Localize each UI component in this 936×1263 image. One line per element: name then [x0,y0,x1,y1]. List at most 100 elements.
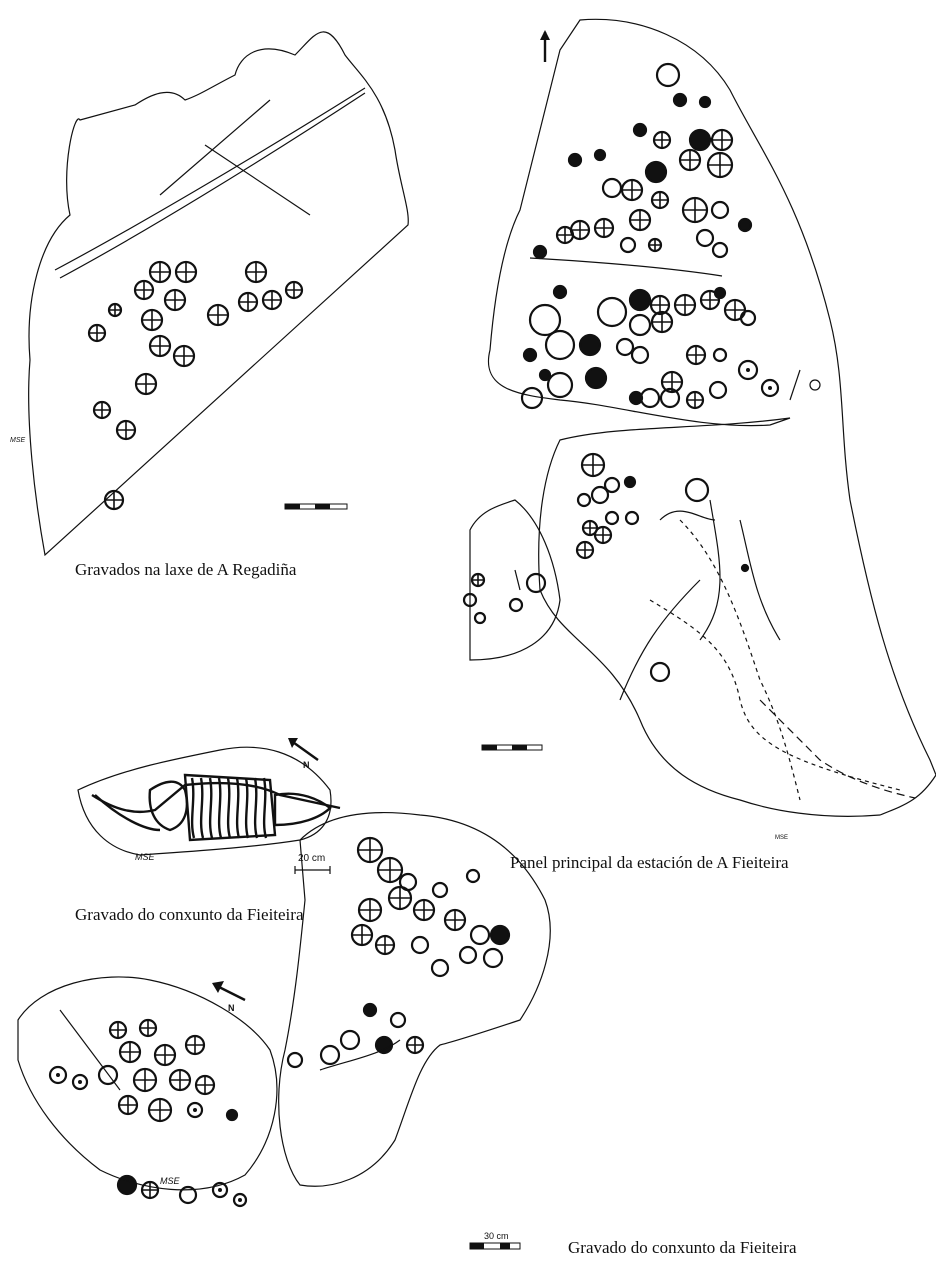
cupmark-motif [623,475,637,489]
cupmark-motif [601,177,623,199]
scale-bar-small [294,866,331,874]
cross-motif [165,290,185,310]
cross-motif [176,262,196,282]
scale-label-small: 20 cm [298,853,326,864]
cupmark-motif [739,309,757,327]
stripe-line [226,777,232,839]
cross-motif [136,374,156,394]
cupmark-motif [546,371,574,399]
cupmark-motif [639,387,661,409]
cross-motif [652,192,668,208]
cupmark-motif [655,62,681,88]
stripe-line [190,777,196,839]
cupmark-motif [688,128,712,152]
cross-motif [246,262,266,282]
cupmark-motif [532,244,548,260]
center-dot [193,1108,197,1112]
center-dot [218,1188,222,1192]
cupmark-motif [362,1002,378,1018]
north-arrow-main [540,30,550,62]
initials-bottom-panel: MSE [160,1176,180,1186]
cross-motif [701,291,719,309]
cupmark-motif [710,200,730,220]
cupmark-motif [286,1051,304,1069]
cross-motif [109,304,121,316]
cupmark-motif [760,378,780,398]
cross-motif [105,491,123,509]
cupmark-motif [684,477,710,503]
cupmark-motif [544,329,576,361]
cross-motif [582,454,604,476]
stripe-line [262,777,268,839]
scale-bar-main [481,744,543,751]
cross-motif [649,239,661,251]
cupmark-motif [603,476,621,494]
fieiteira-bottom-panel [17,811,551,1191]
cupmark-motif [713,286,727,300]
cupmark-motif [619,236,637,254]
cross-motif [472,574,484,586]
cross-motif [359,899,381,921]
cross-motif [140,1020,156,1036]
cross-motif [622,180,642,200]
cupmark-motif [339,1029,361,1051]
cupmark-motif [525,572,547,594]
cupmark-motif [593,148,607,162]
stripe-line [244,777,250,839]
cupmark-motif [630,345,650,365]
center-dot [746,368,750,372]
center-dot [78,1080,82,1084]
cupmark-motif [649,661,671,683]
cross-motif [687,346,705,364]
cross-motif [708,153,732,177]
cross-motif [208,305,228,325]
cross-motif [263,291,281,309]
cupmark-motif [473,611,487,625]
center-dot [768,386,772,390]
stripe-line [199,777,205,839]
cross-motif [445,910,465,930]
scale-bar-regadina [284,503,348,510]
cross-motif [358,838,382,862]
cross-motif [134,1069,156,1091]
north-label-bottom: N [228,1003,235,1013]
cupmark-motif [624,510,640,526]
cross-motif [378,858,402,882]
cupmark-motif [737,217,753,233]
cross-motif [142,1182,158,1198]
cupmark-motif [567,152,583,168]
cupmark-motif [522,347,538,363]
cross-motif [150,262,170,282]
cupmark-motif [576,492,592,508]
cross-motif [286,282,302,298]
cupmark-motif [508,597,524,613]
center-dot [56,1073,60,1077]
stripe-line [217,777,223,839]
cross-motif [150,336,170,356]
cross-motif [155,1045,175,1065]
cupmark-motif [225,1108,239,1122]
cupmark-motif [186,1101,204,1119]
stripe-line [253,777,259,839]
cupmark-motif [737,359,759,381]
cross-motif [595,527,611,543]
cross-motif [683,198,707,222]
cross-motif [583,521,597,535]
cupmark-motif [482,947,504,969]
cross-motif [577,542,593,558]
cross-motif [571,221,589,239]
fieiteira-main-panel [469,18,936,817]
cupmark-motif [712,347,728,363]
cross-motif [94,402,110,418]
cross-motif [142,310,162,330]
initials-small-panel: MSE [135,852,155,862]
cross-motif [119,1096,137,1114]
cupmark-motif [708,380,728,400]
cupmark-motif [430,958,450,978]
cross-motif [407,1037,423,1053]
caption-fieiteira-main: Panel principal da estación de A Fieitei… [510,853,789,872]
cross-motif [117,421,135,439]
north-label-small: N [303,760,310,770]
cupmark-motif [389,1011,407,1029]
